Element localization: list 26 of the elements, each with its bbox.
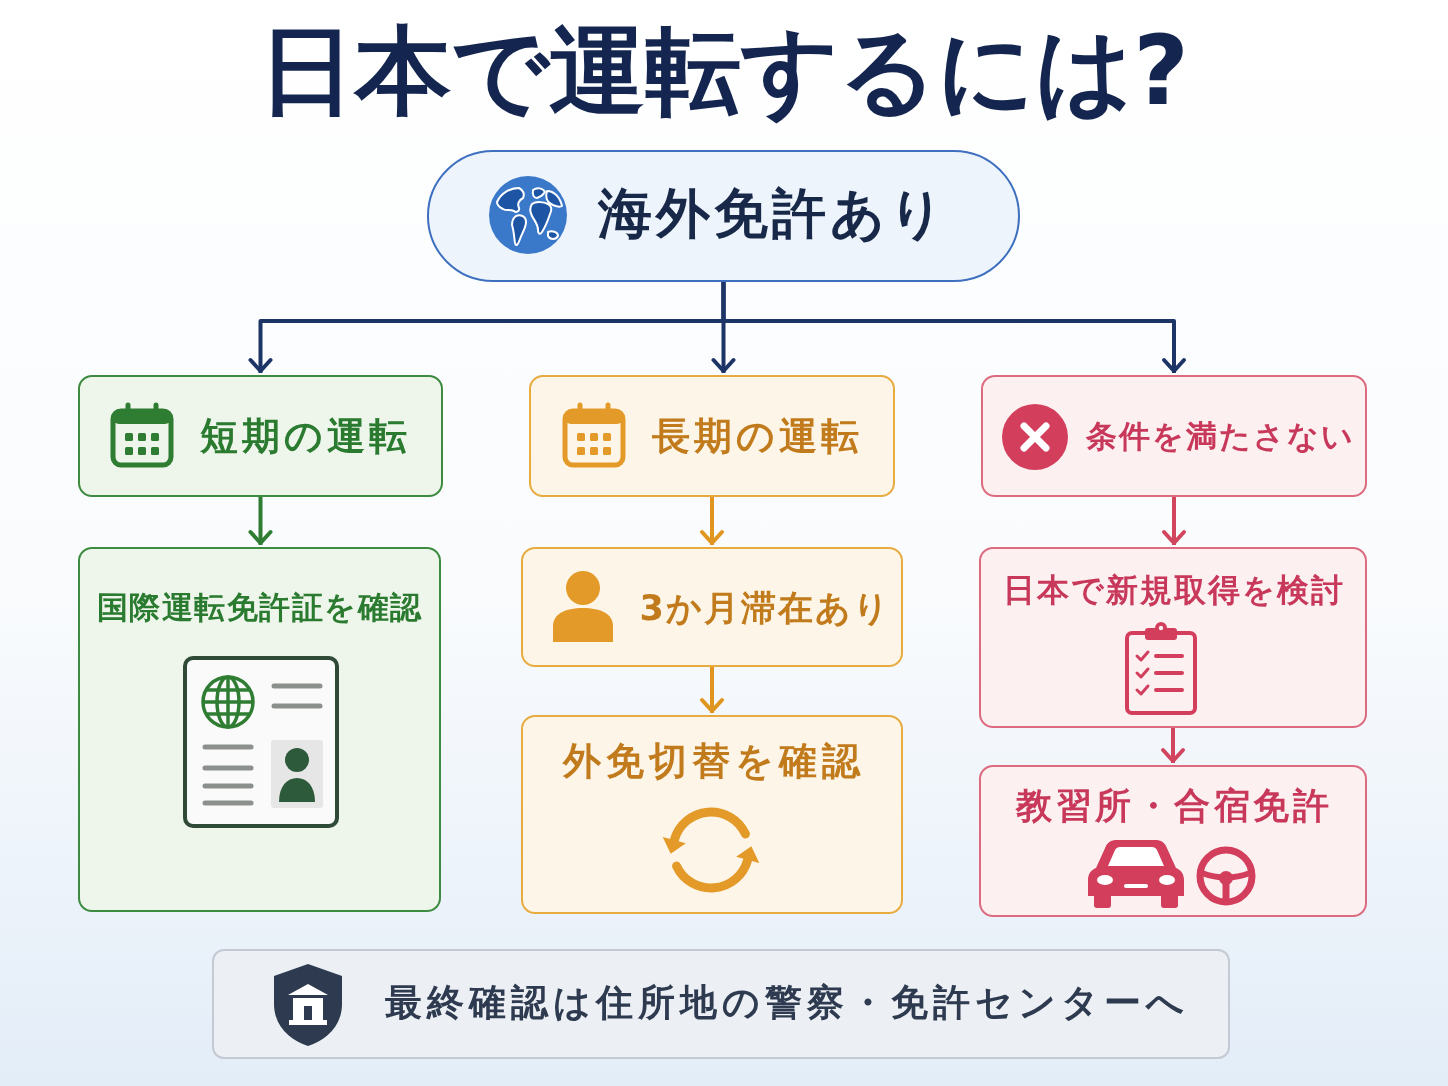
step-label: 日本で新規取得を検討	[1002, 571, 1345, 610]
arrow	[248, 497, 273, 545]
step-label: 教習所・合宿免許	[1016, 783, 1333, 828]
step-label: 長期の運転	[651, 413, 863, 460]
step-card	[78, 547, 441, 912]
step-label: 国際運転免許証を確認	[96, 588, 423, 627]
step-card	[521, 547, 903, 667]
arrow	[1162, 497, 1186, 545]
step-label: 3か月滞在あり	[639, 586, 891, 629]
step-card	[979, 765, 1367, 917]
title: 日本で運転するには?	[258, 14, 1190, 129]
note-panel	[212, 949, 1230, 1059]
step-label: 外免切替を確認	[563, 738, 865, 785]
step-card	[521, 715, 903, 914]
arrow	[700, 667, 724, 713]
arrow	[721, 282, 1186, 373]
start-label: 海外免許あり	[597, 182, 948, 247]
step-card	[979, 547, 1367, 728]
arrow	[1161, 728, 1185, 763]
step-card	[78, 375, 443, 497]
step-label: 短期の運転	[199, 413, 411, 460]
note-text: 最終確認は住所地の警察・免許センターへ	[384, 981, 1189, 1026]
step-card	[981, 375, 1367, 497]
step-card	[529, 375, 895, 497]
arrow	[700, 497, 724, 545]
step-label: 条件を満たさない	[1085, 417, 1355, 456]
